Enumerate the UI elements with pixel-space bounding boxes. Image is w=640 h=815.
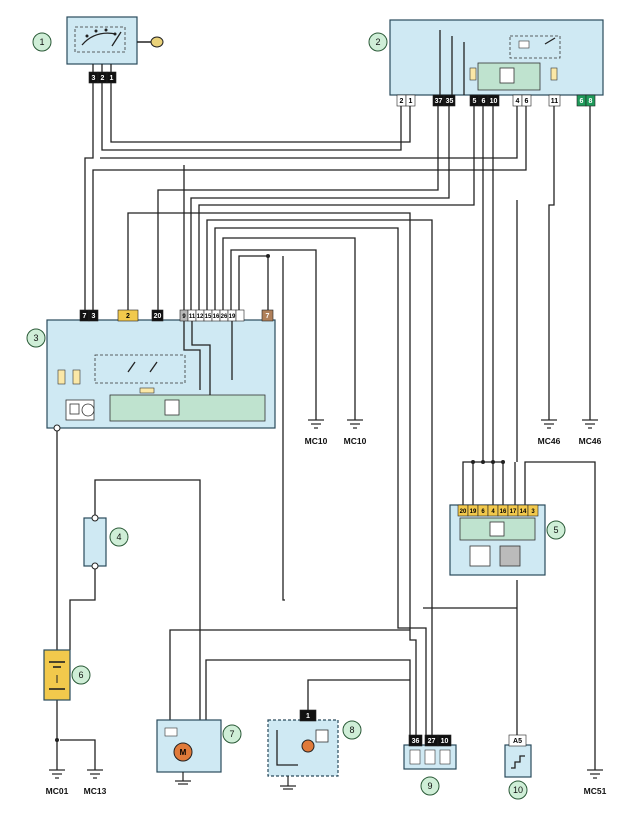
c3-number: 3 [33,333,38,343]
c7-number: 7 [229,729,234,739]
c5-number-badge [546,520,566,540]
c2-pin-5: 5 [473,98,477,105]
component-7: M 7 [156,719,242,785]
c5-pin-3: 3 [531,509,535,515]
c5-number: 5 [553,525,558,535]
c6-number-badge [71,665,91,685]
c5-pin-14: 14 [520,509,527,515]
ground-label-mc10-a: MC10 [305,436,328,446]
c2-pin-35: 35 [446,98,454,105]
c8-number: 8 [349,725,354,735]
ground-mc51: MC51 [584,769,607,796]
c9-pin-36: 36 [412,738,420,745]
c1-pin-3: 3 [92,75,96,82]
c3-pin-7: 7 [83,313,87,320]
component-4: 4 [83,514,129,570]
c9-number: 9 [427,781,432,791]
c3-pin-15: 15 [205,314,212,320]
c3-pin-3: 3 [92,313,96,320]
junction-dots [55,254,505,742]
c1-number-badge [32,32,52,52]
c5-pin-16: 16 [500,509,507,515]
c10-pin-a5: A5 [513,738,522,745]
c6-number: 6 [78,670,83,680]
ground-label-mc46-a: MC46 [538,436,561,446]
c2-pin-37: 37 [435,98,443,105]
c3-pin-7b: 7 [266,313,270,320]
c3-pin-12: 12 [197,314,204,320]
wires [56,83,596,770]
c1-pin-2: 2 [101,75,105,82]
c10-number: 10 [513,785,523,795]
c2-number: 2 [375,37,380,47]
c5-pin-20: 20 [460,509,467,515]
ground-label-mc51: MC51 [584,786,607,796]
c3-pin-26: 26 [221,314,228,320]
c4-number: 4 [116,532,121,542]
component-5: 20 19 6 4 16 17 14 3 5 [449,504,566,576]
c9-pin-10: 10 [441,738,449,745]
component-6: 6 [43,649,91,701]
c2-number-badge [368,32,388,52]
c2-pin-6b: 6 [525,98,529,105]
c3-pin-20: 20 [154,313,162,320]
c4-number-badge [109,527,129,547]
c2-pin-6c: 6 [580,98,584,105]
c2-pin-1: 1 [409,98,413,105]
ground-mc13: MC13 [84,769,107,796]
c5-pin-6: 6 [481,509,485,515]
c5-pin-19: 19 [470,509,477,515]
ground-mc46-b: MC46 [579,419,602,446]
c1-pin-1: 1 [110,75,114,82]
c2-pin-6: 6 [482,98,486,105]
c5-pin-4: 4 [491,509,495,515]
motor-icon [173,742,193,762]
c3-number-badge [26,328,46,348]
component-3: 7 3 2 20 9 11 12 15 16 26 19 7 3 [26,309,276,432]
ground-mc46-a: MC46 [538,419,561,446]
c2-pin-8: 8 [589,98,593,105]
c2-pin-11: 11 [551,98,559,105]
c2-pin-10: 10 [490,98,498,105]
c3-pin-11: 11 [189,314,196,320]
ground-mc01: MC01 [46,769,69,796]
c8-pin-1: 1 [306,713,310,720]
c1-number: 1 [39,37,44,47]
component-2: 2 1 37 35 5 6 10 4 6 11 6 8 2 [368,19,604,107]
c3-pin-9: 9 [182,314,186,320]
ground-label-mc13: MC13 [84,786,107,796]
c9-pin-27: 27 [428,738,436,745]
ground-mc10-b: MC10 [344,419,367,446]
key-icon [137,36,164,48]
c8-number-badge [342,720,362,740]
c2-pin-4: 4 [516,98,520,105]
ground-label-mc10-b: MC10 [344,436,367,446]
c7-number-badge [222,724,242,744]
ground-mc10-a: MC10 [305,419,328,446]
c10-number-badge [508,780,528,800]
c7-motor-label: M [180,748,187,757]
c9-number-badge [420,776,440,796]
ground-label-mc01: MC01 [46,786,69,796]
c3-pin-16: 16 [213,314,220,320]
c3-pin-19: 19 [229,314,236,320]
c5-pin-17: 17 [510,509,517,515]
ground-label-mc46-b: MC46 [579,436,602,446]
component-1: 3 2 1 1 [32,16,164,84]
component-9: 36 27 10 9 [403,734,457,796]
c3-pin-2: 2 [126,313,130,320]
component-8: 1 8 [267,709,362,790]
component-10: A5 10 [504,734,532,800]
c2-pin-2: 2 [400,98,404,105]
